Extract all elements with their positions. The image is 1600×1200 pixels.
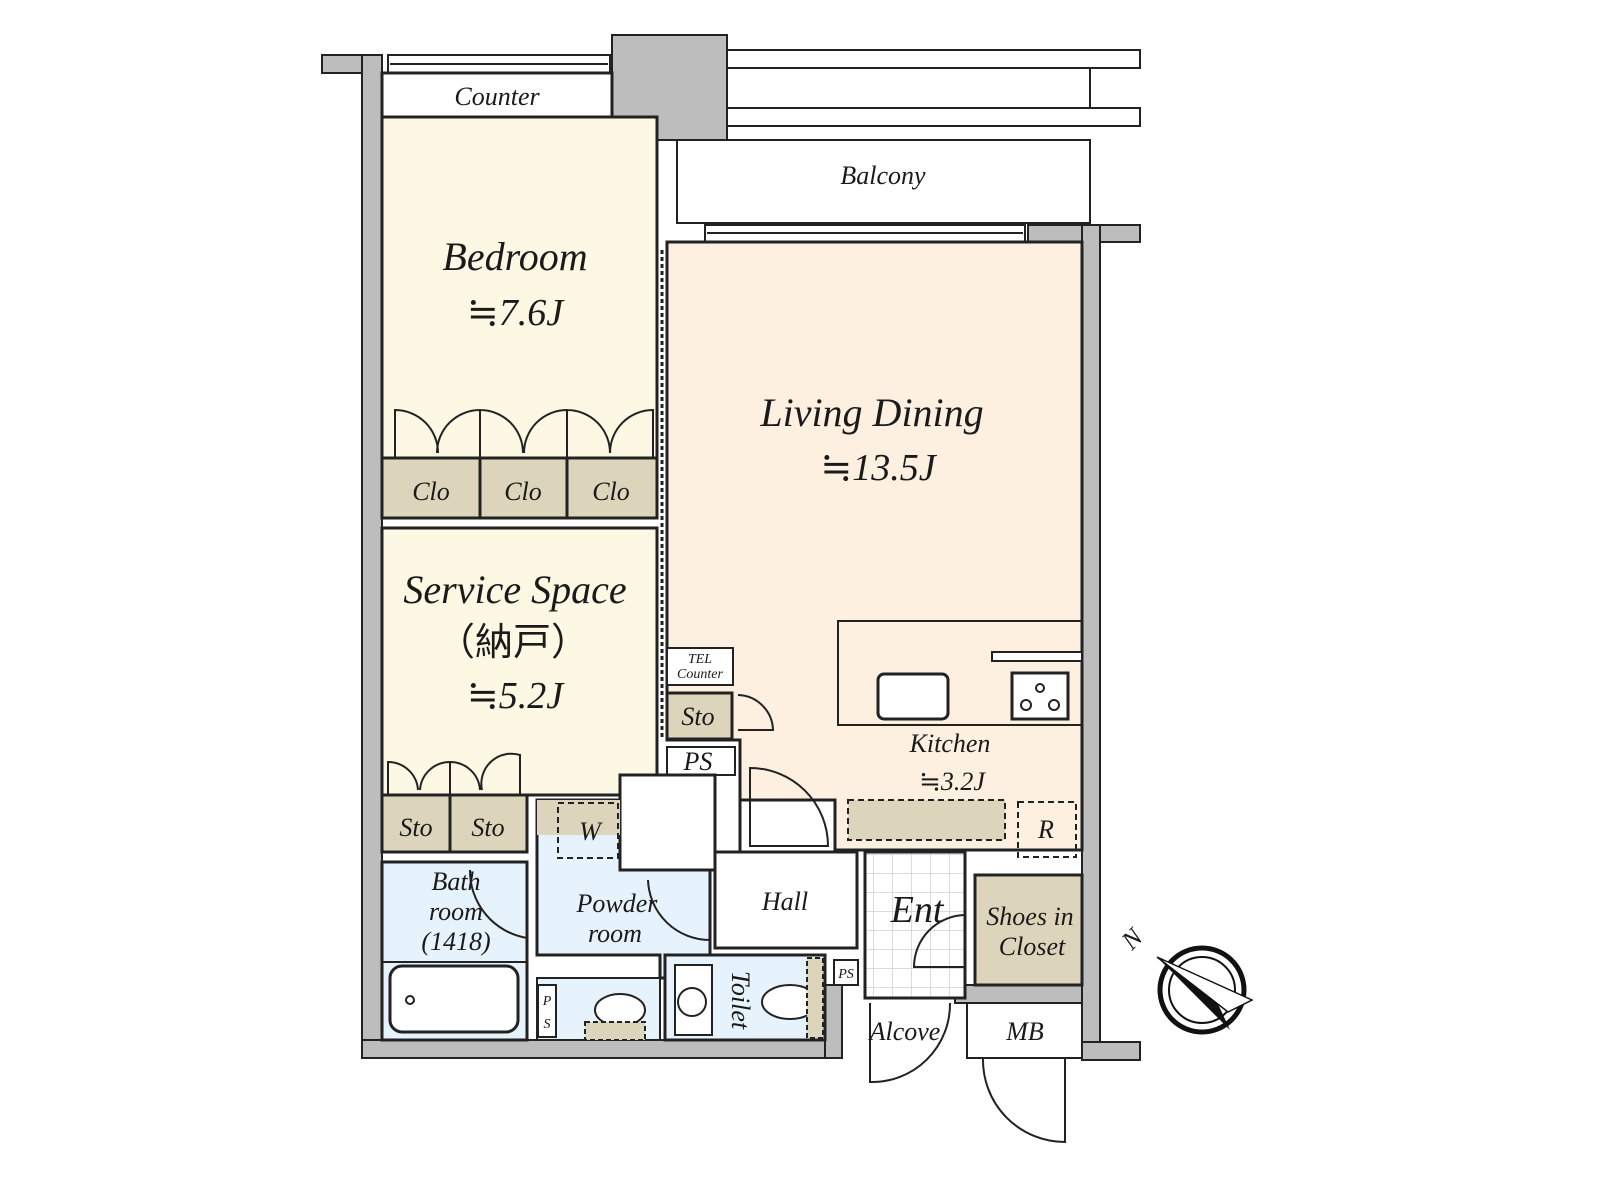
living-dining-name: Living Dining	[759, 390, 983, 435]
meter-box-label: MB	[1005, 1017, 1044, 1046]
service-space-area: ≒5.2J	[467, 675, 565, 717]
meter-box: MB	[966, 1002, 1083, 1144]
tel-counter-label: Counter	[677, 667, 723, 682]
bedroom-closets: Clo Clo Clo	[380, 456, 659, 520]
ps-bath-label: P	[542, 994, 552, 1009]
refrigerator-label: R	[1037, 815, 1054, 844]
balcony: Balcony	[676, 49, 1141, 224]
closet-label: Clo	[412, 477, 450, 506]
washer-label: W	[579, 817, 603, 846]
alcove-label: Alcove	[868, 1017, 941, 1046]
storage-label: Sto	[399, 813, 432, 842]
counter-label: Counter	[454, 82, 540, 111]
shoes-closet-label: Closet	[999, 932, 1066, 961]
stove-icon	[1010, 671, 1070, 721]
tel-counter-label: TEL	[688, 652, 712, 667]
service-space-name: Service Space	[403, 567, 626, 612]
compass-north-label: N	[1115, 921, 1150, 956]
kitchen-cabinet	[847, 799, 1006, 841]
powder-room-label: room	[588, 919, 642, 948]
storage-hall-label: Sto	[681, 702, 714, 731]
ps-bath-label: S	[544, 1017, 551, 1032]
powder-room: W Powder room P S	[535, 798, 712, 1041]
hall-label: Hall	[761, 887, 808, 916]
balcony-label: Balcony	[840, 161, 926, 190]
living-dining: Living Dining ≒13.5J	[660, 240, 1084, 852]
sink-icon	[876, 672, 950, 721]
toilet-label: Toilet	[726, 971, 755, 1030]
ps-small-label: PS	[837, 967, 854, 982]
powder-room-label: Powder	[576, 889, 659, 918]
toilet: Toilet PS	[663, 953, 859, 1042]
storage-label: Sto	[471, 813, 504, 842]
closet-label: Clo	[592, 477, 630, 506]
bedroom-name: Bedroom	[442, 234, 587, 279]
bathroom-label: (1418)	[421, 927, 490, 956]
closet-label: Clo	[504, 477, 542, 506]
bathroom-label: room	[429, 897, 483, 926]
kitchen-name: Kitchen	[909, 729, 991, 758]
walls	[321, 34, 1141, 1061]
living-dining-area: ≒13.5J	[820, 447, 937, 489]
bathroom: Bath room (1418)	[380, 860, 529, 1042]
kitchen-area: ≒3.2J	[919, 767, 986, 796]
entrance: Ent	[863, 850, 967, 1000]
windows	[387, 54, 1026, 243]
hall	[713, 850, 859, 950]
alcove: Alcove	[868, 1002, 952, 1084]
bedroom-area: ≒7.6J	[467, 292, 565, 334]
bedroom: Bedroom ≒7.6J	[380, 115, 659, 460]
compass-icon: N	[1115, 921, 1254, 1035]
ps-label: PS	[683, 747, 713, 776]
bathtub-icon	[388, 964, 520, 1034]
service-space: Service Space （納戸） ≒5.2J Sto Sto	[380, 526, 659, 854]
service-space-subname: （納戸）	[437, 622, 589, 664]
kitchen: Kitchen ≒3.2J R	[837, 620, 1083, 858]
shoes-closet-label: Shoes in	[986, 902, 1073, 931]
